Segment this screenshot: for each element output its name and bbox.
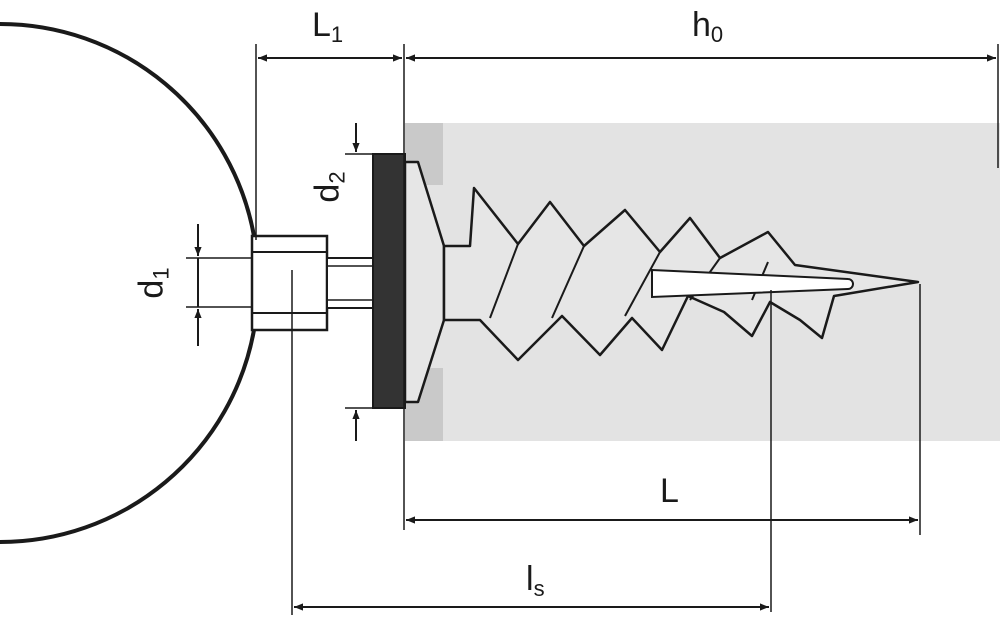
label-L1-sub: 1 [330,22,344,47]
label-d2: d2 [308,171,350,203]
label-ls-base: l [526,560,534,598]
label-d2-sub: 2 [324,171,350,184]
label-h0-sub: 0 [710,22,724,47]
label-L: L [660,474,679,512]
extension-lines [186,44,999,615]
label-h0: h0 [692,8,723,46]
label-h0-base: h [692,6,711,44]
dimension-lines [194,54,996,611]
label-d1-sub: 1 [148,267,174,280]
label-ls: ls [526,562,545,600]
screw-slot [651,268,854,299]
fixture-outline [0,22,256,544]
thread-crests [489,243,769,319]
label-ls-sub: s [533,576,545,601]
label-d1-base: d [132,279,171,299]
washer [372,153,406,409]
label-L1: L1 [312,8,343,46]
label-L1-base: L [312,6,331,44]
label-L-base: L [660,472,679,510]
sleeve [250,234,329,332]
label-d1: d1 [132,267,174,299]
label-d2-base: d [308,183,347,203]
